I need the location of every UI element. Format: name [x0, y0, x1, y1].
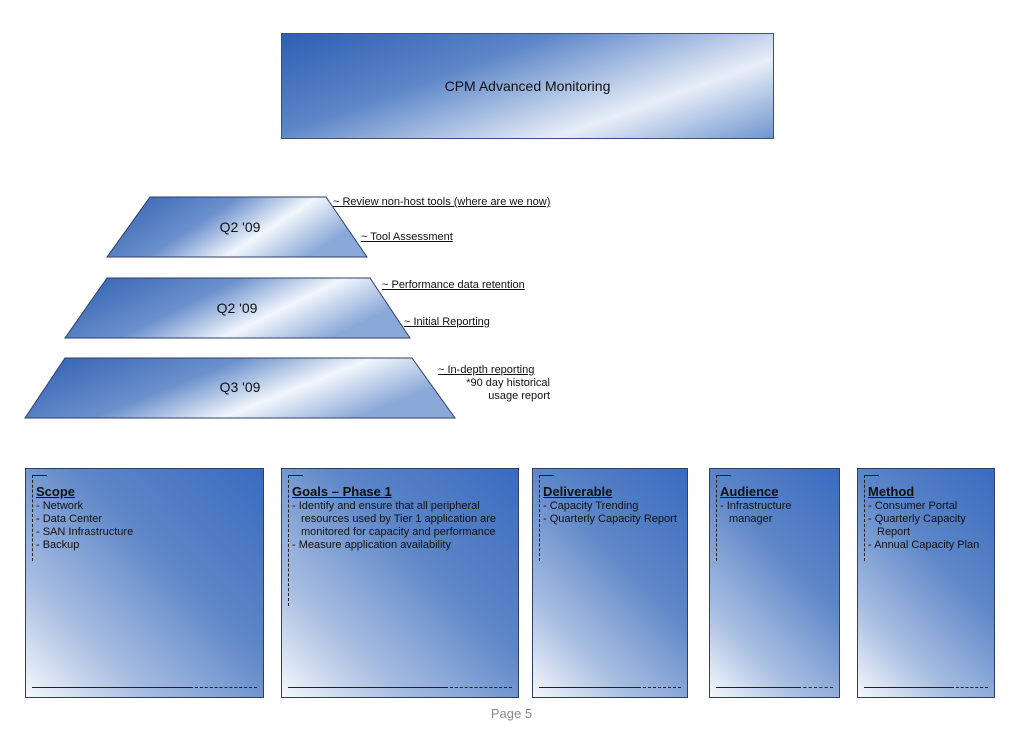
- phase-2-note-1: ~ Performance data retention: [382, 279, 525, 291]
- card-method: Method - Consumer Portal - Quarterly Cap…: [857, 468, 995, 698]
- phase-3-shape: [24, 357, 456, 419]
- list-item: - Measure application availability: [292, 539, 451, 551]
- card-bracket: [539, 475, 554, 561]
- card-heading: Method: [868, 484, 915, 499]
- card-list: - Identify and ensure that all periphera…: [292, 500, 512, 552]
- phase-3-note-1: ~ In-depth reporting: [438, 364, 535, 376]
- card-heading: Scope: [36, 484, 76, 499]
- list-item: - Backup: [36, 539, 80, 551]
- phase-3-label: Q3 '09: [219, 379, 261, 395]
- list-item: - SAN Infrastructure: [36, 526, 134, 538]
- card-list: - Capacity Trending - Quarterly Capacity…: [543, 500, 681, 526]
- phase-3-note-2: *90 day historical: [466, 377, 550, 389]
- list-item: - Identify and ensure that all periphera…: [292, 500, 497, 538]
- title-box: CPM Advanced Monitoring: [281, 33, 774, 139]
- card-scope: Scope - Network - Data Center - SAN Infr…: [25, 468, 264, 698]
- list-item: - Data Center: [36, 513, 103, 525]
- card-bracket: [716, 475, 731, 561]
- phase-2-shape: [64, 277, 411, 339]
- card-list: - Consumer Portal - Quarterly Capacity R…: [868, 500, 988, 552]
- phase-2-label: Q2 '09: [216, 300, 258, 316]
- list-item: - Infrastructure manager: [720, 500, 792, 525]
- phase-1-note-1: ~ Review non-host tools (where are we no…: [333, 196, 551, 208]
- card-heading: Audience: [720, 484, 779, 499]
- list-item: - Quarterly Capacity Report: [868, 513, 966, 538]
- phase-3-note-3: usage report: [488, 390, 550, 402]
- card-list: - Network - Data Center - SAN Infrastruc…: [36, 500, 257, 552]
- card-bracket: [864, 475, 879, 561]
- list-item: - Capacity Trending: [543, 500, 639, 512]
- list-item: - Annual Capacity Plan: [868, 539, 980, 551]
- card-heading: Deliverable: [543, 484, 613, 499]
- list-item: - Network: [36, 500, 84, 512]
- card-deliverable: Deliverable - Capacity Trending - Quarte…: [532, 468, 688, 698]
- list-item: - Consumer Portal: [868, 500, 958, 512]
- card-list: - Infrastructure manager: [720, 500, 833, 526]
- card-bracket: [288, 475, 303, 606]
- phase-1-shape: [106, 196, 368, 258]
- page-number: Page 5: [490, 706, 533, 721]
- card-heading: Goals – Phase 1: [292, 484, 392, 499]
- phase-2-note-2: ~ Initial Reporting: [404, 316, 490, 328]
- phase-1-note-2: ~ Tool Assessment: [361, 231, 453, 243]
- title-text: CPM Advanced Monitoring: [444, 78, 611, 94]
- card-goals: Goals – Phase 1 - Identify and ensure th…: [281, 468, 519, 698]
- card-bracket: [32, 475, 47, 561]
- card-audience: Audience - Infrastructure manager: [709, 468, 840, 698]
- phase-1-label: Q2 '09: [219, 219, 261, 235]
- list-item: - Quarterly Capacity Report: [543, 513, 677, 525]
